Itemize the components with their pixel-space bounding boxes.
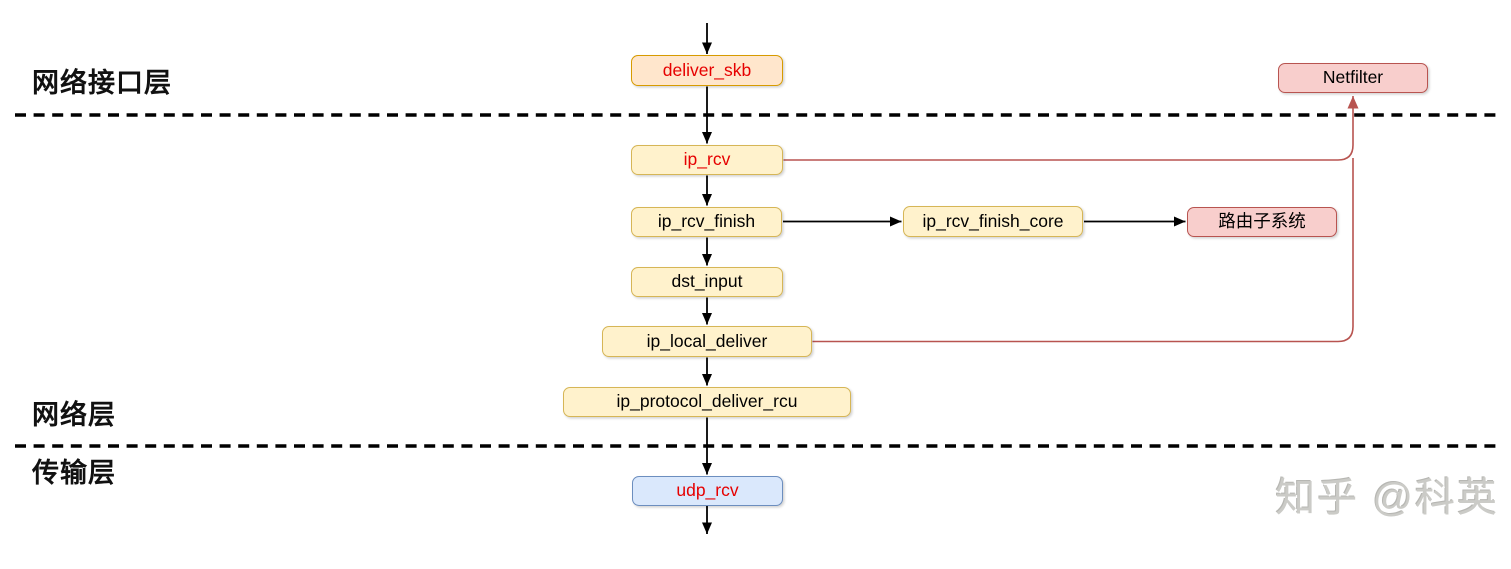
edge-ip-local-deliver-to-netfilter [812, 158, 1354, 343]
edge-ip-rcv-to-netfilter [783, 96, 1359, 161]
watermark: 知乎 @科英 [1275, 476, 1499, 520]
node-ip-protocol-deliver-rcu: ip_protocol_deliver_rcu [563, 387, 851, 417]
node-ip-rcv: ip_rcv [631, 145, 783, 175]
layer-label-network-interface: 网络接口层 [32, 68, 172, 98]
black-flow-arrows [702, 23, 1186, 534]
node-netfilter: Netfilter [1278, 63, 1428, 93]
node-dst-input: dst_input [631, 267, 783, 297]
node-ip-rcv-finish: ip_rcv_finish [631, 207, 782, 237]
rose-netfilter-arrows [783, 96, 1359, 343]
node-deliver-skb: deliver_skb [631, 55, 783, 86]
node-ip-local-deliver: ip_local_deliver [602, 326, 812, 357]
layer-separator-lines [15, 113, 1497, 448]
node-ip-rcv-finish-core: ip_rcv_finish_core [903, 206, 1083, 237]
layer-label-transport: 传输层 [32, 458, 116, 488]
node-udp-rcv: udp_rcv [632, 476, 783, 506]
layer-label-network: 网络层 [32, 400, 116, 430]
node-routing-subsystem: 路由子系统 [1187, 207, 1337, 237]
